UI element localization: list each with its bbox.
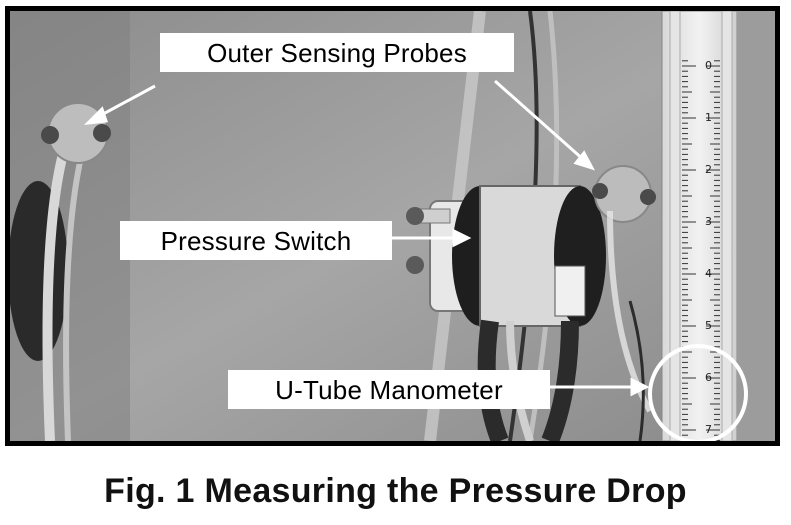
arrow-head-right-probe	[573, 150, 596, 171]
ruler-number: 0	[705, 59, 712, 72]
photo-illustration	[10, 11, 775, 441]
manometer-highlight-circle	[648, 344, 748, 441]
ruler-number: 6	[705, 371, 712, 384]
ruler-number: 1	[705, 111, 712, 124]
arrow-head-switch	[452, 228, 472, 248]
arrow-to-right-probe	[494, 79, 586, 163]
ruler-number: 7	[705, 423, 712, 436]
outer-sensing-probes-label: Outer Sensing Probes	[160, 33, 514, 72]
figure-caption: Fig. 1 Measuring the Pressure Drop	[104, 472, 687, 510]
figure-photo	[5, 6, 780, 446]
ruler-number: 4	[705, 267, 712, 280]
ruler-number: 3	[705, 215, 712, 228]
callout-arrows	[83, 79, 650, 397]
pressure-switch-label: Pressure Switch	[120, 221, 392, 260]
dark-opening	[10, 181, 68, 361]
ruler-number: 2	[705, 163, 712, 176]
u-tube-manometer-label: U-Tube Manometer	[228, 370, 550, 409]
ruler-number: 5	[705, 319, 712, 332]
arrow-head-left-probe	[83, 106, 109, 125]
arrow-head-manometer	[630, 377, 650, 397]
ruler-ticks	[682, 60, 720, 441]
